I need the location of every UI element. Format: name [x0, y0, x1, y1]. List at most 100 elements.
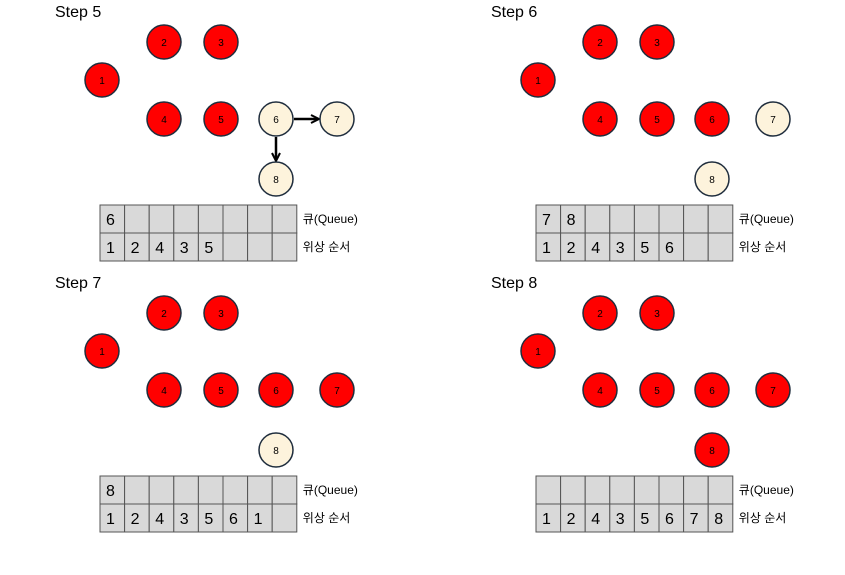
graph-node-5: 5	[639, 372, 675, 408]
order-cell-value: 1	[106, 240, 115, 257]
node-label: 1	[99, 347, 105, 358]
order-cell	[148, 232, 175, 262]
node-circle	[319, 101, 355, 137]
node-label: 3	[654, 309, 660, 320]
queue-row-label: 큐(Queue)	[739, 483, 794, 497]
queue-cell	[584, 475, 611, 505]
queue-row-label: 큐(Queue)	[739, 212, 794, 226]
graph-node-7: 7	[319, 372, 355, 408]
order-cell	[658, 232, 685, 262]
queue-cell	[124, 204, 150, 234]
node-circle	[258, 372, 294, 408]
order-cell	[197, 232, 224, 262]
node-circle	[694, 101, 730, 137]
order-cell	[683, 232, 709, 262]
order-cell-value: 3	[180, 511, 189, 528]
order-cell-value: 1	[542, 511, 551, 528]
node-label: 6	[273, 386, 279, 397]
graph-node-3: 3	[203, 24, 239, 60]
order-row-label: 위상 순서	[303, 240, 351, 254]
node-label: 6	[273, 115, 279, 126]
graph-node-7: 7	[755, 101, 791, 137]
graph-node-8: 8	[258, 432, 294, 468]
queue-cell	[535, 204, 562, 234]
node-circle	[146, 295, 182, 331]
order-cell	[271, 503, 298, 533]
queue-cell	[173, 204, 199, 234]
order-cell	[560, 503, 586, 533]
queue-cell	[633, 475, 660, 505]
node-label: 2	[597, 38, 603, 49]
node-circle	[319, 372, 355, 408]
node-label: 1	[535, 347, 541, 358]
node-label: 4	[161, 386, 167, 397]
order-row-label: 위상 순서	[739, 240, 787, 254]
graph-node-5: 5	[203, 372, 239, 408]
order-cell-value: 6	[665, 240, 674, 257]
node-label: 1	[535, 76, 541, 87]
node-label: 8	[273, 175, 279, 186]
queue-cell	[197, 475, 224, 505]
graph-node-1: 1	[520, 62, 556, 98]
graph-node-7: 7	[319, 101, 355, 137]
node-label: 8	[709, 446, 715, 457]
node-circle	[84, 333, 120, 369]
node-label: 6	[709, 115, 715, 126]
order-cell	[124, 503, 150, 533]
node-circle	[755, 372, 791, 408]
order-row-label: 위상 순서	[303, 511, 351, 525]
order-cell	[560, 232, 586, 262]
order-cell-value: 4	[591, 240, 600, 257]
order-cell-value: 2	[567, 511, 576, 528]
graph-node-3: 3	[639, 295, 675, 331]
graph-node-2: 2	[582, 295, 618, 331]
node-label: 3	[218, 38, 224, 49]
node-label: 8	[273, 446, 279, 457]
graph-node-5: 5	[203, 101, 239, 137]
order-cell-value: 1	[254, 511, 263, 528]
order-cell	[707, 503, 734, 533]
node-label: 7	[334, 115, 340, 126]
node-label: 2	[161, 309, 167, 320]
node-label: 6	[709, 386, 715, 397]
graph-node-4: 4	[582, 372, 618, 408]
queue-cell	[584, 204, 611, 234]
queue-cell	[633, 204, 660, 234]
step-title: Step 6	[491, 4, 537, 21]
order-cell-value: 2	[567, 240, 576, 257]
order-cell	[707, 232, 734, 262]
queue-cell	[658, 204, 685, 234]
queue-cell	[247, 204, 273, 234]
order-cell	[584, 232, 611, 262]
graph-node-6: 6	[258, 101, 294, 137]
queue-cell	[609, 475, 635, 505]
order-cell-value: 1	[106, 511, 115, 528]
queue-row-label: 큐(Queue)	[303, 212, 358, 226]
order-cell-value: 2	[131, 240, 140, 257]
node-circle	[582, 295, 618, 331]
graph-node-6: 6	[258, 372, 294, 408]
order-cell-value: 8	[714, 511, 723, 528]
node-label: 5	[218, 115, 224, 126]
node-circle	[582, 372, 618, 408]
node-circle	[694, 432, 730, 468]
node-circle	[520, 62, 556, 98]
graph-node-2: 2	[146, 295, 182, 331]
node-circle	[639, 101, 675, 137]
node-circle	[520, 333, 556, 369]
queue-cell-value: 7	[542, 212, 551, 229]
order-cell-value: 4	[155, 511, 164, 528]
node-circle	[639, 295, 675, 331]
graph-node-1: 1	[520, 333, 556, 369]
